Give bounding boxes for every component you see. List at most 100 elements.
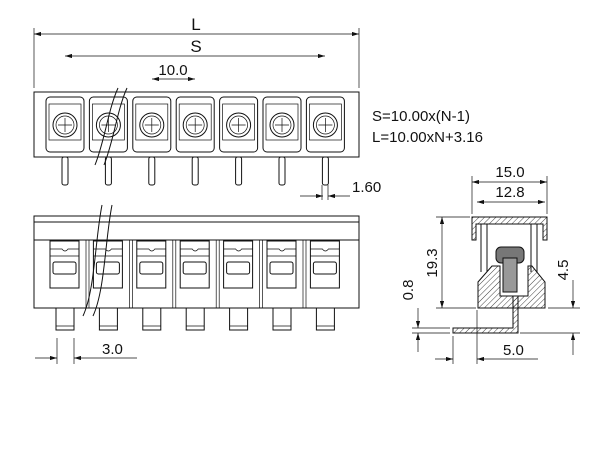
- break-line: [94, 87, 128, 166]
- front-terminal: [136, 240, 177, 331]
- top-terminal: [305, 96, 345, 186]
- clamp-top: [50, 248, 79, 257]
- clamp-plate: [139, 261, 164, 275]
- terminal-window: [222, 103, 255, 141]
- dim-width-outer-label: 15.0: [495, 164, 524, 181]
- clamp-top: [223, 248, 253, 257]
- clamp-plate: [182, 261, 207, 275]
- screw-outer: [312, 112, 338, 138]
- clamp-window: [266, 240, 297, 289]
- dim-pin-height-label: 4.5: [555, 260, 572, 281]
- top-view: L S 10.0 1.60: [33, 15, 381, 200]
- cross-slot-icon: [275, 118, 289, 132]
- clamp-plate: [312, 261, 337, 275]
- top-terminal: [175, 96, 215, 186]
- cross-slot-icon: [231, 118, 246, 132]
- screw-outer: [95, 112, 121, 138]
- dim-height-label: 19.3: [424, 248, 441, 277]
- pin: [104, 156, 112, 186]
- pin: [191, 156, 199, 186]
- top-body: [33, 91, 360, 158]
- pin: [315, 307, 335, 331]
- terminal-window: [48, 103, 82, 141]
- terminal-window: [92, 103, 125, 141]
- housing-section: [477, 265, 546, 309]
- pin: [142, 307, 162, 331]
- pin: [272, 307, 292, 331]
- pin-section: [452, 295, 519, 334]
- screw-head: [142, 115, 162, 135]
- front-terminal: [223, 240, 263, 331]
- terminal-frame: [175, 96, 215, 153]
- pin: [235, 156, 243, 186]
- clamp-top: [93, 248, 123, 257]
- clamp-top: [267, 248, 296, 257]
- screw-head: [316, 115, 335, 135]
- top-terminal: [132, 96, 172, 186]
- top-terminal: [219, 96, 259, 186]
- clamp-window: [309, 240, 340, 289]
- clamp-window: [92, 240, 123, 289]
- front-terminal: [49, 240, 90, 331]
- screw-outer: [139, 112, 165, 138]
- top-terminal: [262, 96, 302, 186]
- dim-pin-offset-label: 3.0: [102, 341, 123, 358]
- pin: [55, 307, 75, 331]
- cross-slot-icon: [144, 118, 159, 132]
- dim-pin-width-label: 1.60: [352, 179, 381, 196]
- dim-width-inner-label: 12.8: [495, 184, 524, 201]
- screw-outer: [226, 112, 252, 138]
- cross-slot-icon: [58, 118, 72, 132]
- top-terminal: [88, 96, 128, 186]
- clamp-plate: [52, 261, 77, 275]
- screw-outer: [182, 112, 208, 138]
- screw-head: [229, 115, 248, 135]
- formula-L: L=10.00xN+3.16: [372, 129, 483, 146]
- formula-S: S=10.00x(N-1): [372, 108, 470, 125]
- screw-thread: [502, 257, 518, 293]
- screw-head: [185, 115, 205, 135]
- dim-S-label: S: [190, 37, 201, 56]
- cross-slot-icon: [101, 118, 116, 132]
- clamp-window: [223, 240, 254, 289]
- clamp-plate: [269, 261, 294, 275]
- terminal-frame: [132, 96, 172, 153]
- dim-L-label: L: [191, 15, 200, 34]
- pin: [61, 156, 69, 186]
- clamp-top: [180, 248, 210, 257]
- dim-foot-thickness-label: 0.8: [400, 280, 417, 301]
- front-terminal: [179, 240, 220, 331]
- front-view: 3.0: [33, 204, 360, 364]
- dim-pitch-label: 10.0: [158, 62, 187, 79]
- pin: [278, 156, 286, 186]
- pin: [321, 156, 329, 186]
- screw-outer: [52, 112, 78, 138]
- pin: [98, 307, 118, 331]
- clamp-window: [136, 240, 167, 289]
- front-terminal: [266, 240, 307, 331]
- break-line: [82, 204, 113, 317]
- side-view: 15.0 12.8 19.3 0.8 4.5 5.0: [400, 164, 580, 364]
- clamp-plate: [226, 261, 251, 275]
- terminal-window: [309, 103, 342, 141]
- terminal-frame: [305, 96, 345, 153]
- terminal-window: [178, 103, 212, 141]
- terminal-window: [265, 103, 299, 141]
- cross-slot-icon: [188, 118, 203, 132]
- screw-head: [272, 115, 292, 135]
- pin: [229, 307, 249, 331]
- cover-section: [471, 216, 548, 241]
- front-terminal: [92, 240, 133, 331]
- clamp-top: [136, 248, 166, 257]
- screw-outer: [269, 112, 295, 138]
- terminal-frame: [45, 96, 85, 153]
- clamp-window: [49, 240, 80, 289]
- terminal-frame: [262, 96, 302, 153]
- terminal-window: [135, 103, 169, 141]
- clamp-plate: [95, 261, 120, 275]
- front-terminal: [309, 240, 340, 331]
- clamp-window: [179, 240, 210, 289]
- pin: [148, 156, 156, 186]
- dim-foot-length-label: 5.0: [503, 342, 524, 359]
- terminal-frame: [219, 96, 259, 153]
